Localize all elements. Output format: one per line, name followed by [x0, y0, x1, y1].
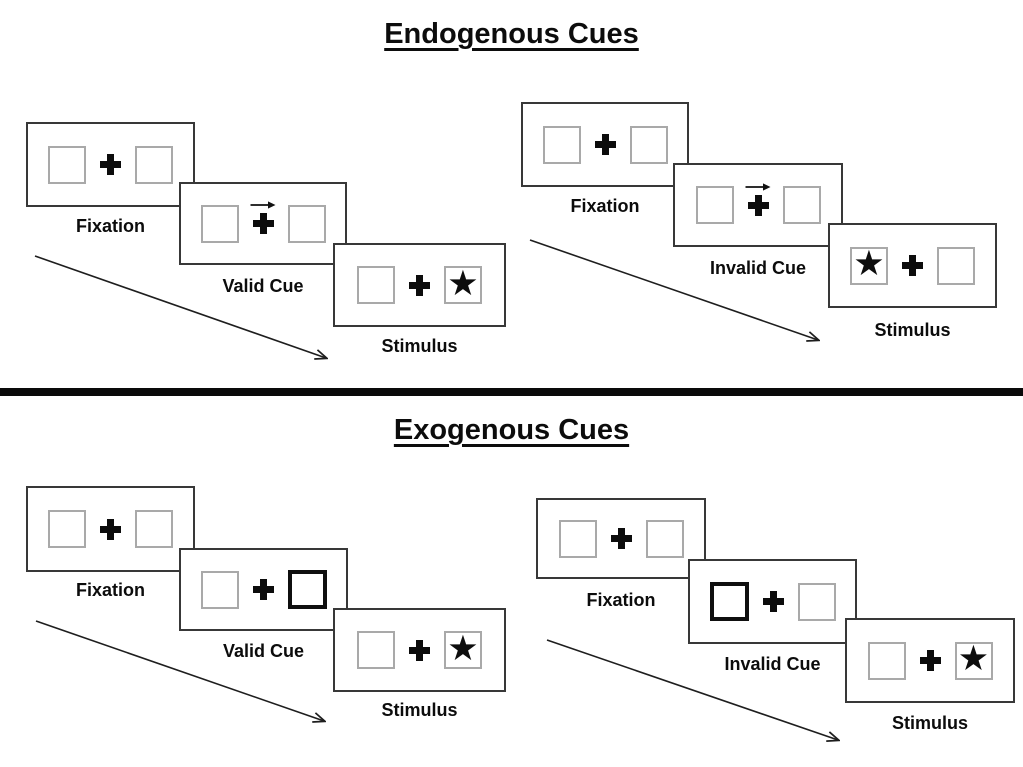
left-box-highlighted-cue — [709, 582, 749, 621]
star-icon: ★ — [853, 244, 885, 284]
fixation-frame — [536, 498, 706, 579]
left-box — [200, 204, 239, 243]
frame-label: Stimulus — [891, 713, 968, 733]
fixation-cross-icon — [250, 201, 276, 234]
fixation-cross-icon — [252, 579, 274, 600]
right-box — [797, 582, 836, 621]
left-box — [867, 641, 906, 680]
stimulus-frame: ★ — [333, 243, 506, 327]
right-box — [937, 246, 975, 285]
plus-glyph — [747, 194, 769, 216]
right-box — [645, 519, 684, 558]
stimulus-frame: ★ — [333, 608, 506, 692]
frame-label: Fixation — [570, 196, 640, 216]
frame-label: Stimulus — [381, 336, 458, 356]
fixation-cross-icon — [100, 518, 121, 540]
frame-label: Stimulus — [381, 700, 458, 720]
right-box — [135, 145, 173, 184]
cue-frame — [179, 548, 348, 631]
cue-arrow-icon — [250, 201, 276, 209]
fixation-cross-icon — [762, 591, 784, 612]
left-box — [48, 145, 86, 184]
left-box — [357, 631, 395, 669]
fixation-cross-icon — [745, 182, 771, 216]
frame-label: Fixation — [586, 590, 656, 610]
star-icon: ★ — [447, 628, 479, 669]
plus-glyph — [594, 134, 616, 155]
plus-glyph — [100, 518, 121, 540]
plus-glyph — [100, 154, 121, 175]
left-box — [48, 510, 86, 548]
frame-label: Valid Cue — [222, 641, 305, 661]
section-title-exogenous: Exogenous Cues — [393, 414, 630, 446]
fixation-cross-icon — [594, 134, 616, 155]
fixation-cross-icon — [409, 274, 430, 296]
plus-glyph — [252, 213, 274, 234]
fixation-cross-icon — [409, 639, 430, 661]
plus-glyph — [409, 639, 430, 661]
time-arrow-exogenous-valid — [35, 620, 324, 721]
frame-label: Fixation — [75, 216, 145, 236]
frame-label: Stimulus — [874, 320, 951, 340]
left-box — [558, 519, 597, 558]
fixation-frame — [26, 122, 195, 207]
stimulus-frame: ★ — [845, 618, 1015, 703]
right-box-highlighted-cue — [287, 570, 327, 609]
fixation-cross-icon — [610, 528, 632, 549]
plus-glyph — [902, 255, 923, 276]
left-box — [200, 570, 239, 609]
plus-glyph — [919, 650, 941, 671]
left-box-with-target: ★ — [850, 244, 888, 285]
right-box — [782, 186, 821, 224]
left-box — [695, 186, 734, 224]
frame-label: Invalid Cue — [724, 654, 821, 674]
stimulus-frame: ★ — [828, 223, 997, 308]
time-arrow-endogenous-valid — [34, 255, 326, 358]
right-box — [629, 125, 668, 164]
plus-glyph — [409, 274, 430, 296]
frame-label: Valid Cue — [222, 276, 304, 296]
cue-arrow-icon — [745, 182, 771, 191]
section-title-endogenous: Endogenous Cues — [384, 18, 639, 50]
right-box — [287, 204, 326, 243]
frame-label: Invalid Cue — [709, 258, 807, 278]
time-arrow-endogenous-invalid — [529, 239, 818, 340]
cue-frame — [688, 559, 857, 644]
right-box-with-target: ★ — [444, 631, 482, 669]
right-box-with-target: ★ — [444, 266, 482, 304]
plus-glyph — [252, 579, 274, 600]
plus-glyph — [610, 528, 632, 549]
frame-label: Fixation — [75, 580, 145, 600]
cue-frame — [179, 182, 347, 265]
left-box — [357, 266, 395, 304]
fixation-frame — [521, 102, 689, 187]
fixation-frame — [26, 486, 195, 572]
section-divider — [0, 388, 1023, 396]
fixation-cross-icon — [902, 255, 923, 276]
left-box — [542, 125, 581, 164]
fixation-cross-icon — [100, 154, 121, 175]
plus-glyph — [762, 591, 784, 612]
cue-frame — [673, 163, 843, 247]
star-icon: ★ — [957, 639, 990, 679]
star-icon: ★ — [447, 263, 479, 304]
fixation-cross-icon — [919, 650, 941, 671]
right-box-with-target: ★ — [954, 639, 993, 680]
right-box — [135, 510, 173, 548]
